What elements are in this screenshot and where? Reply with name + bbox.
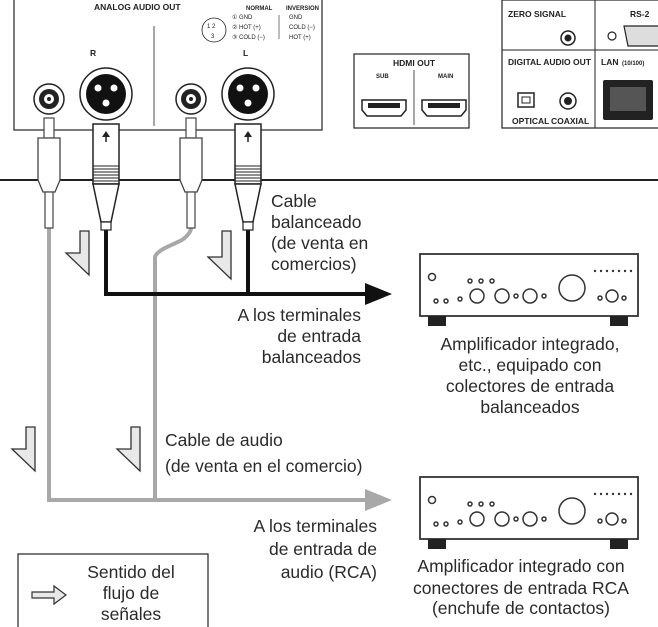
svg-text:flujo de: flujo de: [103, 583, 159, 603]
lan-port-icon: [603, 80, 653, 120]
legend-arrow-icon: [31, 584, 67, 606]
amplifier-balanced-icon: [419, 253, 639, 326]
pin-number-bottom: 3: [211, 34, 215, 40]
svg-text:Sentido del: Sentido del: [87, 562, 175, 582]
svg-text:Cable: Cable: [271, 191, 317, 211]
rca-cable-right: [47, 228, 370, 502]
svg-text:audio (RCA): audio (RCA): [281, 562, 377, 582]
pin1-label: ① GND: [232, 14, 253, 21]
svg-text:señales: señales: [101, 604, 162, 624]
signal-flow-arrow-2-icon: [206, 230, 232, 281]
amplifier-balanced-label: Amplificador integrado, etc., equipado c…: [441, 334, 620, 417]
xlr-pin-diagram-icon: [201, 17, 227, 43]
signal-flow-arrow-4-icon: [115, 426, 141, 473]
svg-text:(de venta en: (de venta en: [271, 233, 368, 253]
to-balanced-terminals-label: A los terminales de entrada balanceados: [237, 305, 361, 367]
hdmi-out-label: HDMI OUT: [393, 58, 436, 68]
svg-text:colectores de entrada: colectores de entrada: [446, 376, 615, 396]
xlr-jack-right-icon: [79, 67, 133, 121]
optical-label: OPTICAL: [512, 116, 549, 126]
hdmi-main-label: MAIN: [438, 74, 453, 80]
inversion-label: INVERSION: [286, 6, 319, 12]
svg-text:(de venta en el comercio): (de venta en el comercio): [165, 456, 362, 476]
svg-text:Amplificador integrado,: Amplificador integrado,: [441, 334, 620, 354]
coaxial-label: COAXIAL: [551, 116, 589, 126]
left-channel-label: L: [243, 48, 248, 58]
optical-port-icon: [517, 92, 535, 108]
svg-text:(enchufe de contactos): (enchufe de contactos): [432, 598, 610, 618]
amplifier-rca-icon: [419, 476, 639, 549]
svg-text:Amplificador integrado con: Amplificador integrado con: [417, 556, 624, 576]
pin-numbers-top: 1 2: [207, 24, 216, 30]
to-rca-terminals-label: A los terminales de entrada de audio (RC…: [253, 516, 377, 582]
rca-jack-left-icon: [175, 83, 207, 115]
rs232-port-icon: [607, 25, 658, 47]
svg-text:A los terminales: A los terminales: [253, 516, 377, 536]
balanced-cable-right: [104, 228, 370, 296]
xlr-jack-left-icon: [221, 67, 275, 121]
legend-box: Sentido del flujo de señales: [17, 553, 209, 627]
pin2-label: ② HOT (+): [232, 24, 261, 31]
analog-audio-out-label: ANALOG AUDIO OUT: [94, 2, 181, 12]
rca-cable-left: [153, 227, 193, 500]
inv-pin1-label: GND: [289, 15, 303, 21]
balanced-arrow-head: [365, 283, 392, 305]
rca-plug-left-icon: [179, 117, 203, 229]
analog-audio-out-panel: ANALOG AUDIO OUT 1 2 3 NORMAL INVERSION …: [13, 0, 323, 131]
svg-text:de entrada de: de entrada de: [269, 539, 377, 559]
svg-text:A los terminales: A los terminales: [237, 305, 361, 325]
rs232-label: RS-2: [630, 9, 650, 19]
zero-signal-jack-icon: [560, 30, 576, 46]
rca-arrow-head: [365, 489, 392, 511]
digital-audio-out-label: DIGITAL AUDIO OUT: [508, 57, 592, 67]
signal-flow-arrow-1-icon: [64, 230, 90, 277]
hdmi-sub-label: SUB: [376, 74, 389, 80]
lan-speed-label: (10/100): [622, 61, 644, 67]
normal-label: NORMAL: [246, 6, 273, 12]
right-channel-label: R: [90, 48, 96, 58]
pin3-label: ③ COLD (−): [232, 34, 265, 41]
hdmi-sub-port-icon: [361, 99, 407, 117]
svg-text:balanceados: balanceados: [262, 347, 361, 367]
svg-text:comercios): comercios): [271, 254, 357, 274]
lan-label: LAN: [601, 57, 618, 67]
signal-flow-arrow-3-icon: [10, 426, 36, 473]
xlr-plug-left-icon: [234, 123, 262, 231]
svg-text:de entrada: de entrada: [277, 326, 361, 346]
balanced-cable-label: Cable balanceado (de venta en comercios): [271, 191, 368, 274]
rca-plug-right-icon: [37, 117, 61, 229]
svg-text:balanceados: balanceados: [480, 397, 579, 417]
zero-signal-label: ZERO SIGNAL: [508, 9, 566, 19]
svg-text:conectores de entrada RCA: conectores de entrada RCA: [413, 578, 629, 598]
amplifier-rca-label: Amplificador integrado con conectores de…: [413, 556, 629, 618]
hdmi-out-panel: HDMI OUT SUB MAIN: [353, 53, 470, 129]
hdmi-main-port-icon: [421, 99, 467, 117]
digital-panel: ZERO SIGNAL RS-2 DIGITAL AUDIO OUT LAN (…: [501, 0, 658, 129]
svg-text:balanceado: balanceado: [271, 212, 362, 232]
coaxial-jack-icon: [559, 92, 577, 110]
audio-cable-label: Cable de audio (de venta en el comercio): [165, 430, 362, 476]
svg-text:Cable de audio: Cable de audio: [165, 430, 283, 450]
rca-jack-right-icon: [33, 83, 65, 115]
svg-text:etc., equipado con: etc., equipado con: [458, 355, 601, 375]
inv-pin2-label: COLD (−): [289, 25, 315, 31]
inv-pin3-label: HOT (+): [289, 35, 311, 41]
xlr-plug-right-icon: [92, 123, 120, 231]
